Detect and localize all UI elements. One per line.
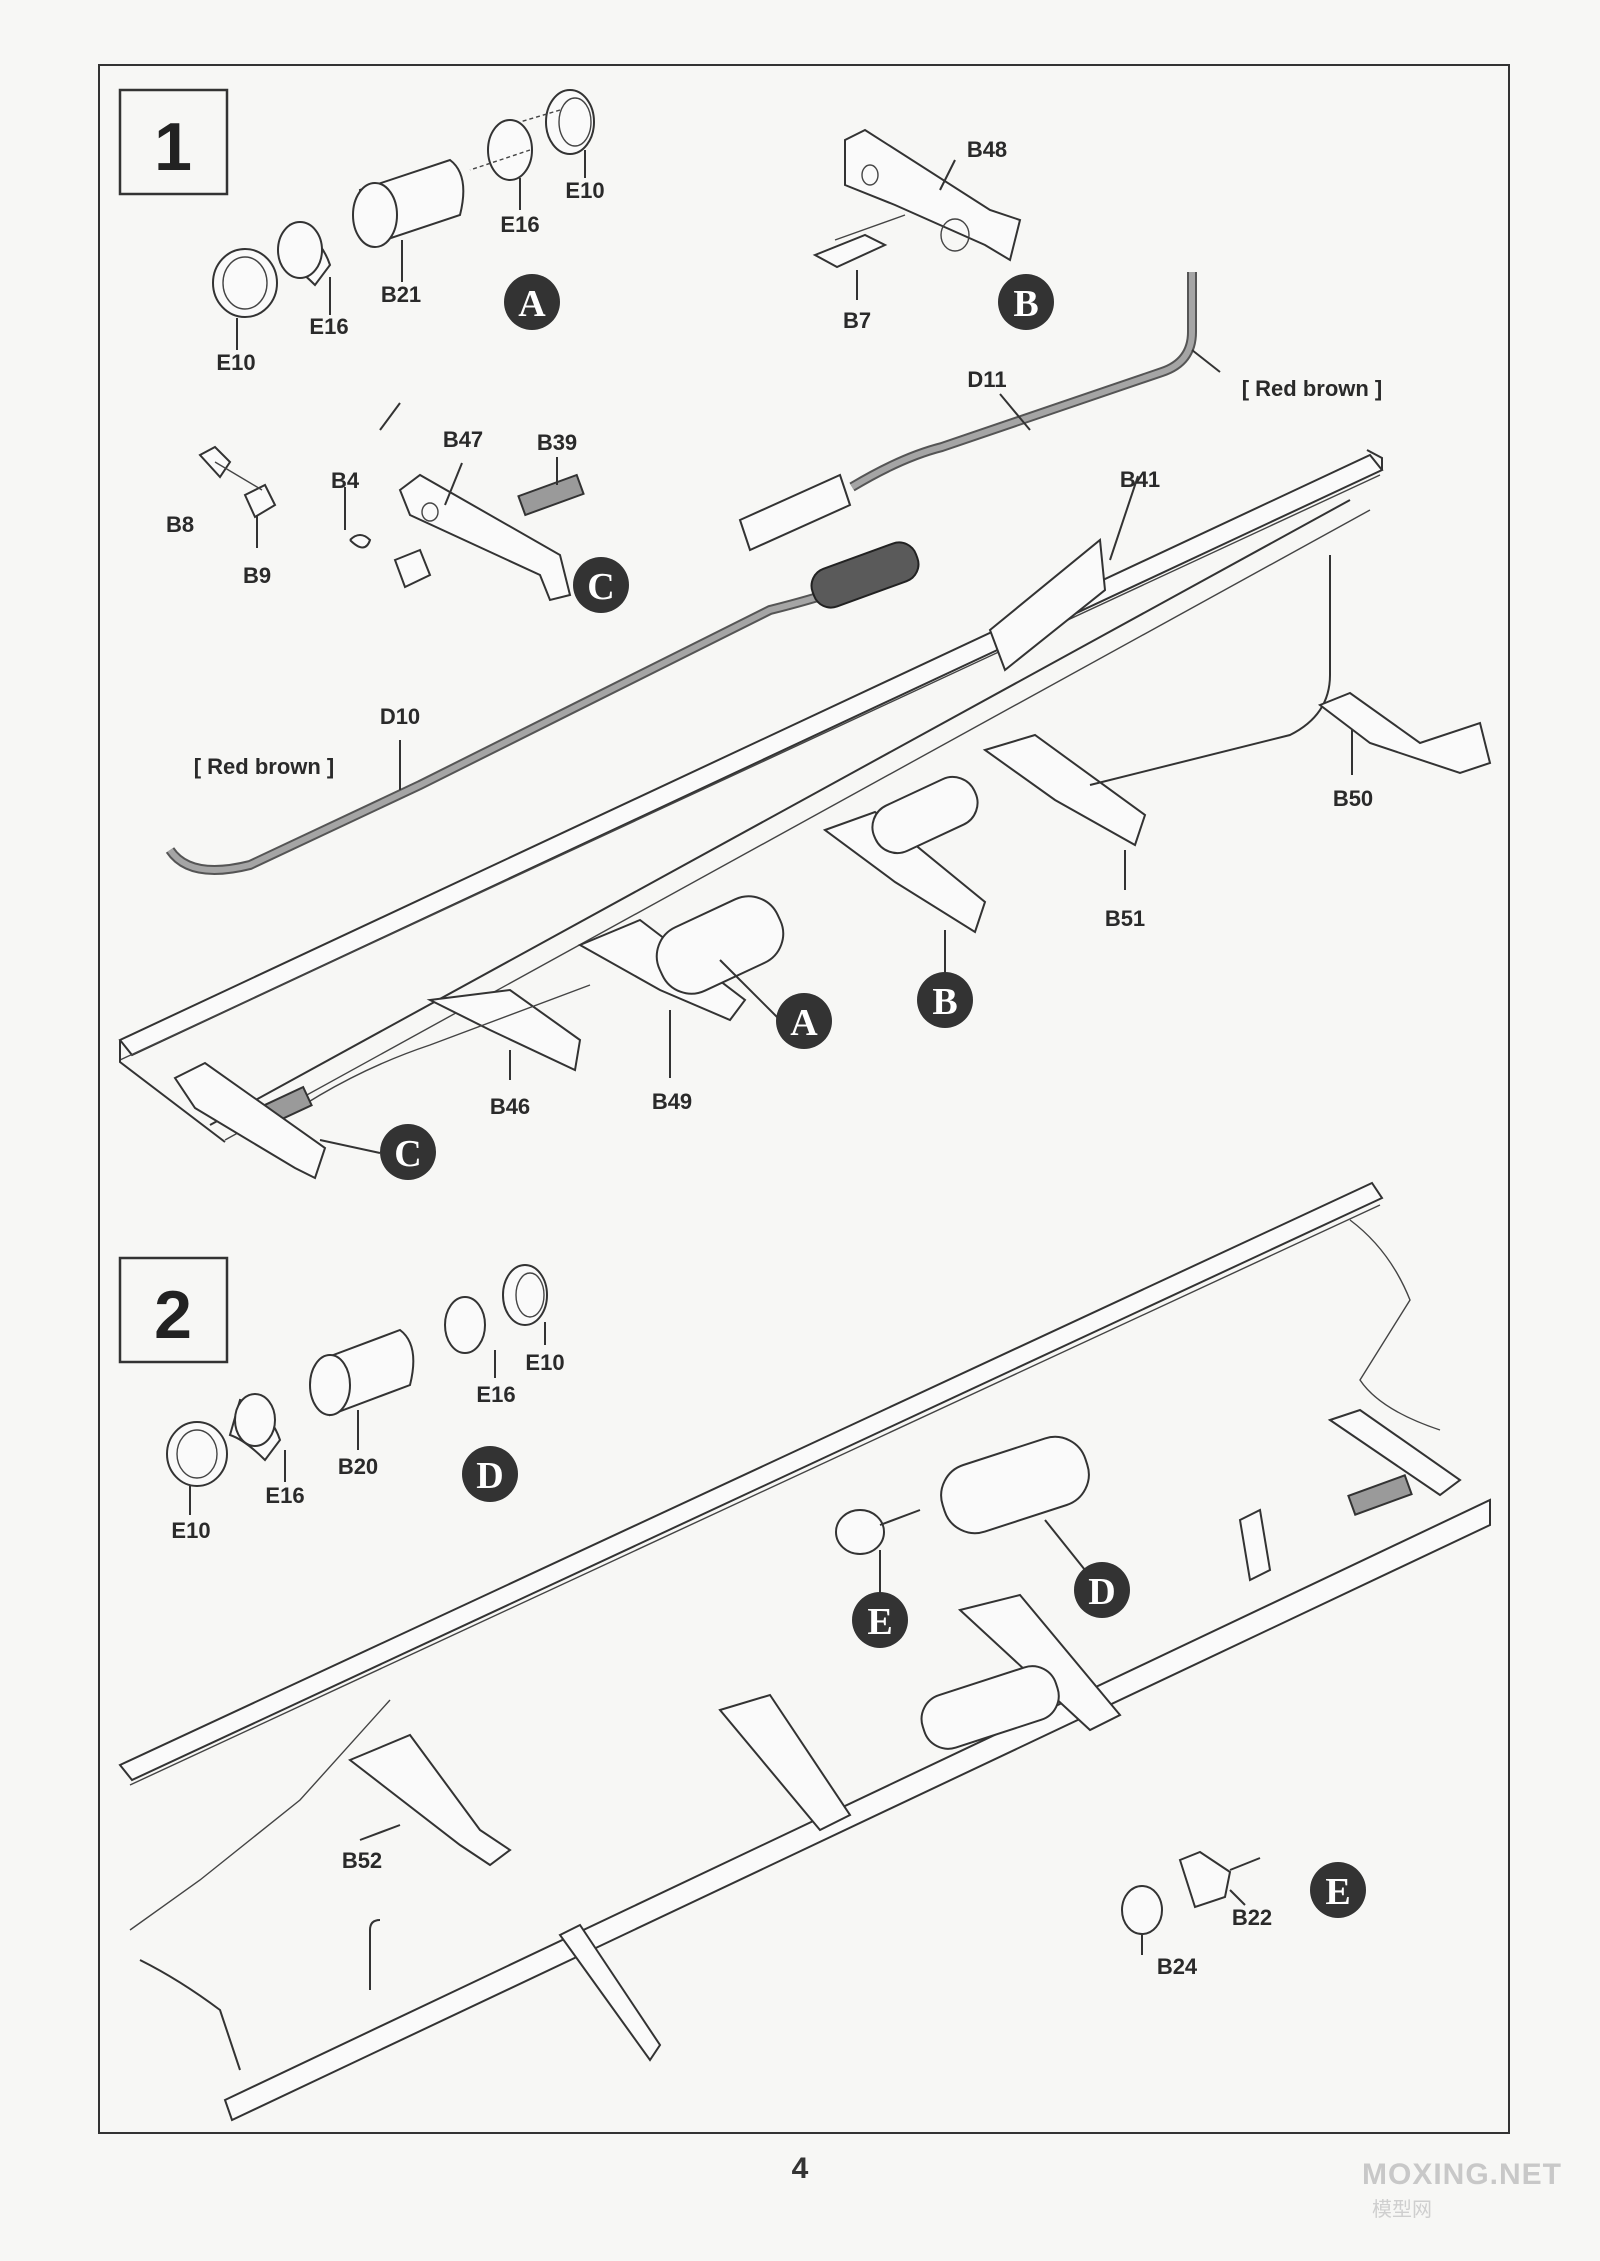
label-b48: B48 [967, 137, 1007, 162]
step-2-number: 2 [154, 1277, 192, 1353]
label-b52: B52 [342, 1848, 382, 1873]
label-b8: B8 [166, 512, 194, 537]
step-2: 2 E10 E16 B20 E16 E10 D [118, 1181, 1491, 2122]
badge-c: C [380, 1124, 436, 1180]
svg-text:D: D [476, 1455, 503, 1497]
badge-b: B [998, 274, 1054, 330]
step-1: 1 E10 E16 B21 E16 E10 A [118, 88, 1492, 1180]
subassembly-a-exploded [212, 89, 595, 350]
svg-text:E: E [867, 1601, 892, 1643]
svg-text:E: E [1325, 1871, 1350, 1913]
label-e16: E16 [265, 1483, 304, 1508]
label-d11: D11 [967, 367, 1006, 392]
label-b4: B4 [331, 468, 360, 493]
badge-a: A [504, 274, 560, 330]
label-e16: E16 [309, 314, 348, 339]
subassembly-c-exploded [198, 445, 585, 602]
label-b20: B20 [338, 1454, 378, 1479]
badge-e: E [852, 1592, 908, 1648]
chassis-frame-step-2 [118, 1181, 1491, 2122]
label-e10: E10 [171, 1518, 210, 1543]
badge-a: A [776, 993, 832, 1049]
badge-d: D [462, 1446, 518, 1502]
step-2-box [118, 1256, 229, 1364]
label-red-brown: [ Red brown ] [194, 754, 335, 779]
svg-text:C: C [587, 566, 614, 608]
chassis-frame-step-1 [118, 402, 1492, 1180]
svg-text:B: B [1013, 283, 1038, 325]
label-red-brown: [ Red brown ] [1242, 376, 1383, 401]
label-b24: B24 [1157, 1954, 1198, 1979]
label-e10: E10 [216, 350, 255, 375]
instruction-frame [98, 64, 1510, 2134]
label-b47: B47 [443, 427, 483, 452]
subassembly-d-exploded [166, 1264, 548, 1515]
label-e10: E10 [525, 1350, 564, 1375]
label-e10: E10 [565, 178, 604, 203]
step-1-number: 1 [154, 109, 192, 185]
label-b9: B9 [243, 563, 271, 588]
label-b46: B46 [490, 1094, 530, 1119]
svg-text:A: A [790, 1002, 818, 1044]
badge-e: E [1310, 1862, 1366, 1918]
watermark-logo: MOXING.NET [1362, 2158, 1563, 2191]
label-e16: E16 [476, 1382, 515, 1407]
label-b7: B7 [843, 308, 871, 333]
watermark-subtitle: 模型网 [1372, 2199, 1432, 2221]
subassembly-b-exploded [812, 128, 1022, 300]
page-number: 4 [791, 2152, 809, 2185]
badge-c: C [573, 557, 629, 613]
svg-text:D: D [1088, 1571, 1115, 1613]
svg-text:A: A [518, 283, 546, 325]
badge-b: B [917, 972, 973, 1028]
label-b49: B49 [652, 1089, 692, 1114]
label-b41: B41 [1120, 467, 1160, 492]
pipe-d11 [849, 272, 1221, 492]
label-b21: B21 [381, 282, 421, 307]
label-b50: B50 [1333, 786, 1373, 811]
svg-text:C: C [394, 1133, 421, 1175]
label-b39: B39 [537, 430, 577, 455]
label-e16: E16 [500, 212, 539, 237]
step-1-box [118, 88, 229, 196]
label-d10: D10 [380, 704, 420, 729]
label-b22: B22 [1232, 1905, 1272, 1930]
badge-d: D [1074, 1562, 1130, 1618]
svg-text:B: B [932, 981, 957, 1023]
label-b51: B51 [1105, 906, 1145, 931]
